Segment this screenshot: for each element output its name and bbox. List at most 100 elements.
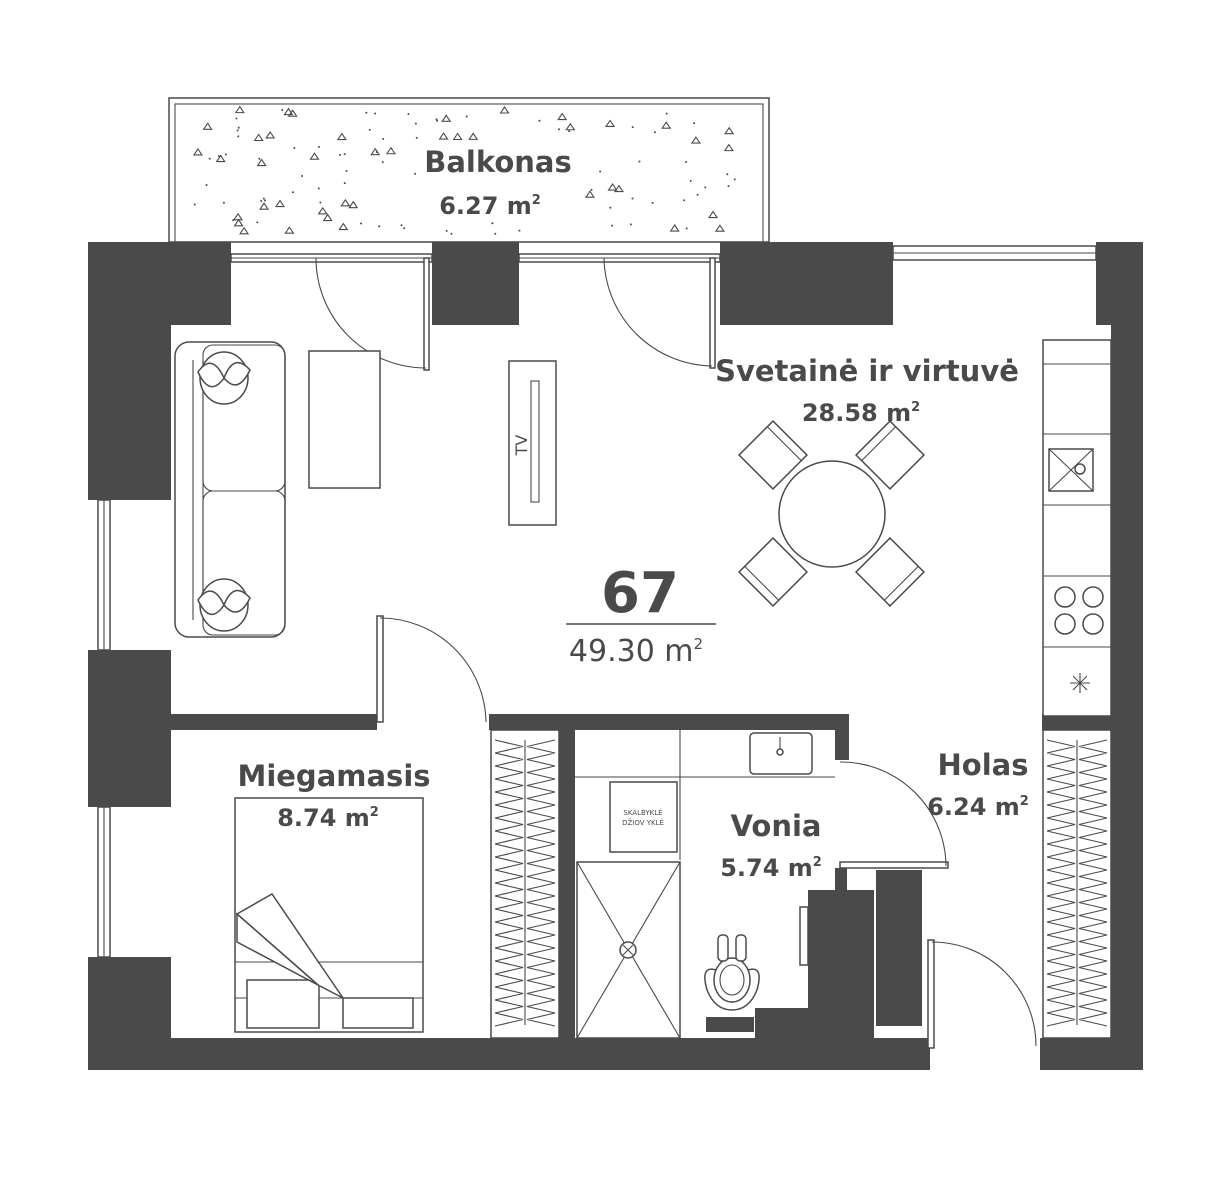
- sofa: [174, 341, 286, 638]
- balcony-texture-mark: [215, 154, 226, 163]
- balcony-texture-dot: [301, 174, 304, 177]
- balcony-texture: [192, 105, 736, 235]
- balcony-texture-mark: [256, 158, 267, 167]
- bed: [234, 797, 424, 1033]
- balcony-texture-mark: [605, 119, 616, 128]
- balcony-texture-dot: [360, 222, 363, 225]
- wardrobe-hangers: [1046, 739, 1076, 1027]
- toilet: [704, 934, 760, 1032]
- door-leaf-bathroom: [839, 861, 949, 869]
- balcony-outline: [168, 97, 770, 243]
- balcony-texture-dot: [237, 135, 240, 138]
- wall-right: [1111, 242, 1143, 1070]
- balcony-texture-dot: [491, 222, 494, 225]
- balcony-texture-mark: [607, 183, 618, 191]
- kitchen-cabinets: [1042, 339, 1112, 717]
- bath-jamb-2: [835, 868, 847, 892]
- balcony: [168, 97, 770, 243]
- balcony-texture-dot: [281, 109, 284, 112]
- balcony-texture-dot: [665, 112, 668, 115]
- balcony-texture-dot: [222, 201, 225, 204]
- washer-dryer: SKALBYKLĖ DŽIOV YKLĖ: [609, 781, 678, 853]
- chair-top-right: [854, 419, 926, 491]
- balcony-texture-dot: [400, 224, 403, 227]
- cushion-2: [197, 578, 251, 632]
- balcony-texture-dot: [696, 193, 699, 196]
- wardrobe-hall: [1042, 729, 1112, 1039]
- door-swing-entrance: [931, 941, 1037, 1047]
- wardrobe-hangers: [1078, 739, 1108, 1027]
- balcony-texture-dot: [414, 172, 417, 175]
- walls: [88, 242, 1143, 1070]
- wardrobe-hangers: [526, 739, 556, 1027]
- balcony-texture-dot: [631, 126, 634, 129]
- pillow-left: [246, 979, 320, 1029]
- wall-bedroom-top: [171, 714, 377, 730]
- balcony-texture-mark: [338, 222, 349, 231]
- balcony-texture-dot: [590, 188, 593, 191]
- balcony-texture-mark: [385, 146, 396, 155]
- balcony-texture-dot: [683, 199, 686, 202]
- balcony-texture-dot: [653, 131, 656, 134]
- balcony-texture-dot: [217, 155, 220, 158]
- balcony-texture-dot: [685, 227, 688, 230]
- wall-pillar-mid: [432, 242, 519, 325]
- balcony-texture-dot: [339, 153, 342, 156]
- kitchen-counter: [1042, 339, 1112, 717]
- balcony-texture-dot: [236, 129, 239, 132]
- balcony-texture-dot: [343, 153, 346, 156]
- balcony-texture-dot: [319, 201, 322, 204]
- balcony-texture-dot: [689, 180, 692, 183]
- balcony-texture-mark: [274, 199, 286, 208]
- balcony-texture-dot: [538, 119, 541, 122]
- door-leaf-bedroom: [376, 615, 384, 723]
- bath-ledge: [755, 1008, 857, 1038]
- balcony-texture-mark: [284, 226, 295, 234]
- balcony-texture-dot: [264, 199, 267, 202]
- balcony-texture-mark: [661, 121, 672, 129]
- room-area-vonia: 5.74 m2: [720, 854, 822, 882]
- balcony-texture-dot: [258, 157, 261, 160]
- pillow-right: [342, 997, 414, 1029]
- door-swing-balcony-1: [315, 257, 427, 369]
- cushion-1: [197, 351, 251, 405]
- room-area-svetaine: 28.58 m2: [802, 399, 920, 427]
- balcony-texture-mark: [714, 224, 725, 232]
- balcony-texture-mark: [438, 132, 449, 140]
- balcony-texture-dot: [237, 126, 240, 129]
- shaft-2: [876, 870, 922, 1026]
- balcony-texture-dot: [611, 224, 614, 227]
- cooktop: [1054, 586, 1104, 635]
- balcony-texture-dot: [375, 150, 378, 153]
- balcony-texture-dot: [726, 173, 729, 176]
- chair-bottom-left: [737, 536, 809, 608]
- balcony-texture-mark: [202, 122, 213, 130]
- balcony-texture-dot: [378, 225, 381, 228]
- tv-screen: [530, 380, 540, 503]
- balcony-texture-dot: [317, 146, 320, 149]
- room-name-vonia: Vonia: [731, 809, 822, 843]
- washer-label-2: DŽIOV YKLĖ: [622, 818, 664, 827]
- wall-kitchen-bottom: [1042, 714, 1111, 730]
- door-swing-bedroom: [379, 617, 487, 723]
- balcony-texture-dot: [232, 219, 235, 222]
- balcony-texture-dot: [599, 170, 602, 173]
- wall-pillar-right: [720, 242, 893, 325]
- bath-radiator: [799, 906, 809, 966]
- balcony-texture-mark: [283, 107, 294, 116]
- balcony-texture-mark: [708, 210, 719, 219]
- chair-bottom-right: [854, 536, 926, 608]
- balcony-texture-mark: [452, 132, 463, 141]
- balcony-texture-dot: [403, 227, 406, 230]
- balcony-texture-mark: [317, 206, 328, 215]
- wardrobe-hangers: [494, 739, 524, 1027]
- balcony-texture-dot: [704, 186, 707, 189]
- balcony-texture-dot: [368, 128, 371, 131]
- balcony-texture-dot: [727, 185, 730, 188]
- balcony-texture-dot: [381, 161, 384, 164]
- balcony-texture-dot: [494, 232, 497, 235]
- balcony-texture-mark: [690, 136, 701, 144]
- wardrobe-bedroom: [490, 729, 560, 1039]
- dining-table: [778, 460, 886, 568]
- balcony-texture-dot: [374, 112, 377, 115]
